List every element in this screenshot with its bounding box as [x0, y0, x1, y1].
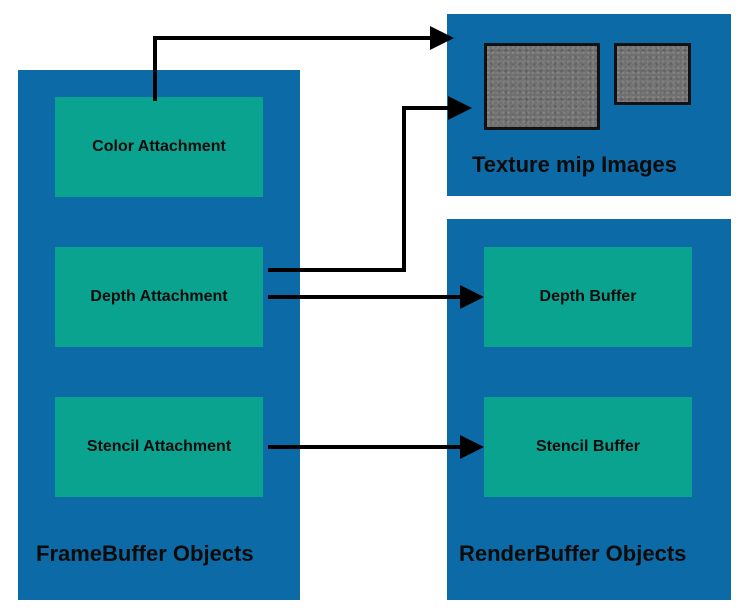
- color-attachment-label: Color Attachment: [92, 138, 226, 155]
- color-to-texture-arrow: [153, 26, 454, 101]
- stencil-buffer-label: Stencil Buffer: [535, 438, 640, 455]
- texture-mip-level-0: [484, 43, 600, 130]
- depth-buffer-label: Depth Buffer: [539, 288, 637, 305]
- stencil-attachment-box: Stencil Attachment: [55, 397, 263, 497]
- texture-mip-images-panel: Texture mip Images: [447, 14, 731, 196]
- texture-mip-images-label: Texture mip Images: [472, 152, 677, 177]
- stencil-buffer-box: Stencil Buffer: [484, 397, 692, 497]
- texture-mip-level-1: [614, 43, 691, 105]
- renderbuffer-objects-label: RenderBuffer Objects: [459, 541, 687, 566]
- depth-to-texture-arrow: [268, 96, 472, 272]
- depth-buffer-box: Depth Buffer: [484, 247, 692, 347]
- color-attachment-box: Color Attachment: [55, 97, 263, 197]
- framebuffer-objects-label: FrameBuffer Objects: [36, 541, 254, 566]
- renderbuffer-objects-panel: Depth Buffer Stencil Buffer RenderBuffer…: [447, 219, 731, 600]
- depth-attachment-box: Depth Attachment: [55, 247, 263, 347]
- framebuffer-objects-panel: Color Attachment Depth Attachment Stenci…: [18, 70, 300, 600]
- depth-attachment-label: Depth Attachment: [90, 288, 228, 305]
- stencil-attachment-label: Stencil Attachment: [86, 438, 232, 455]
